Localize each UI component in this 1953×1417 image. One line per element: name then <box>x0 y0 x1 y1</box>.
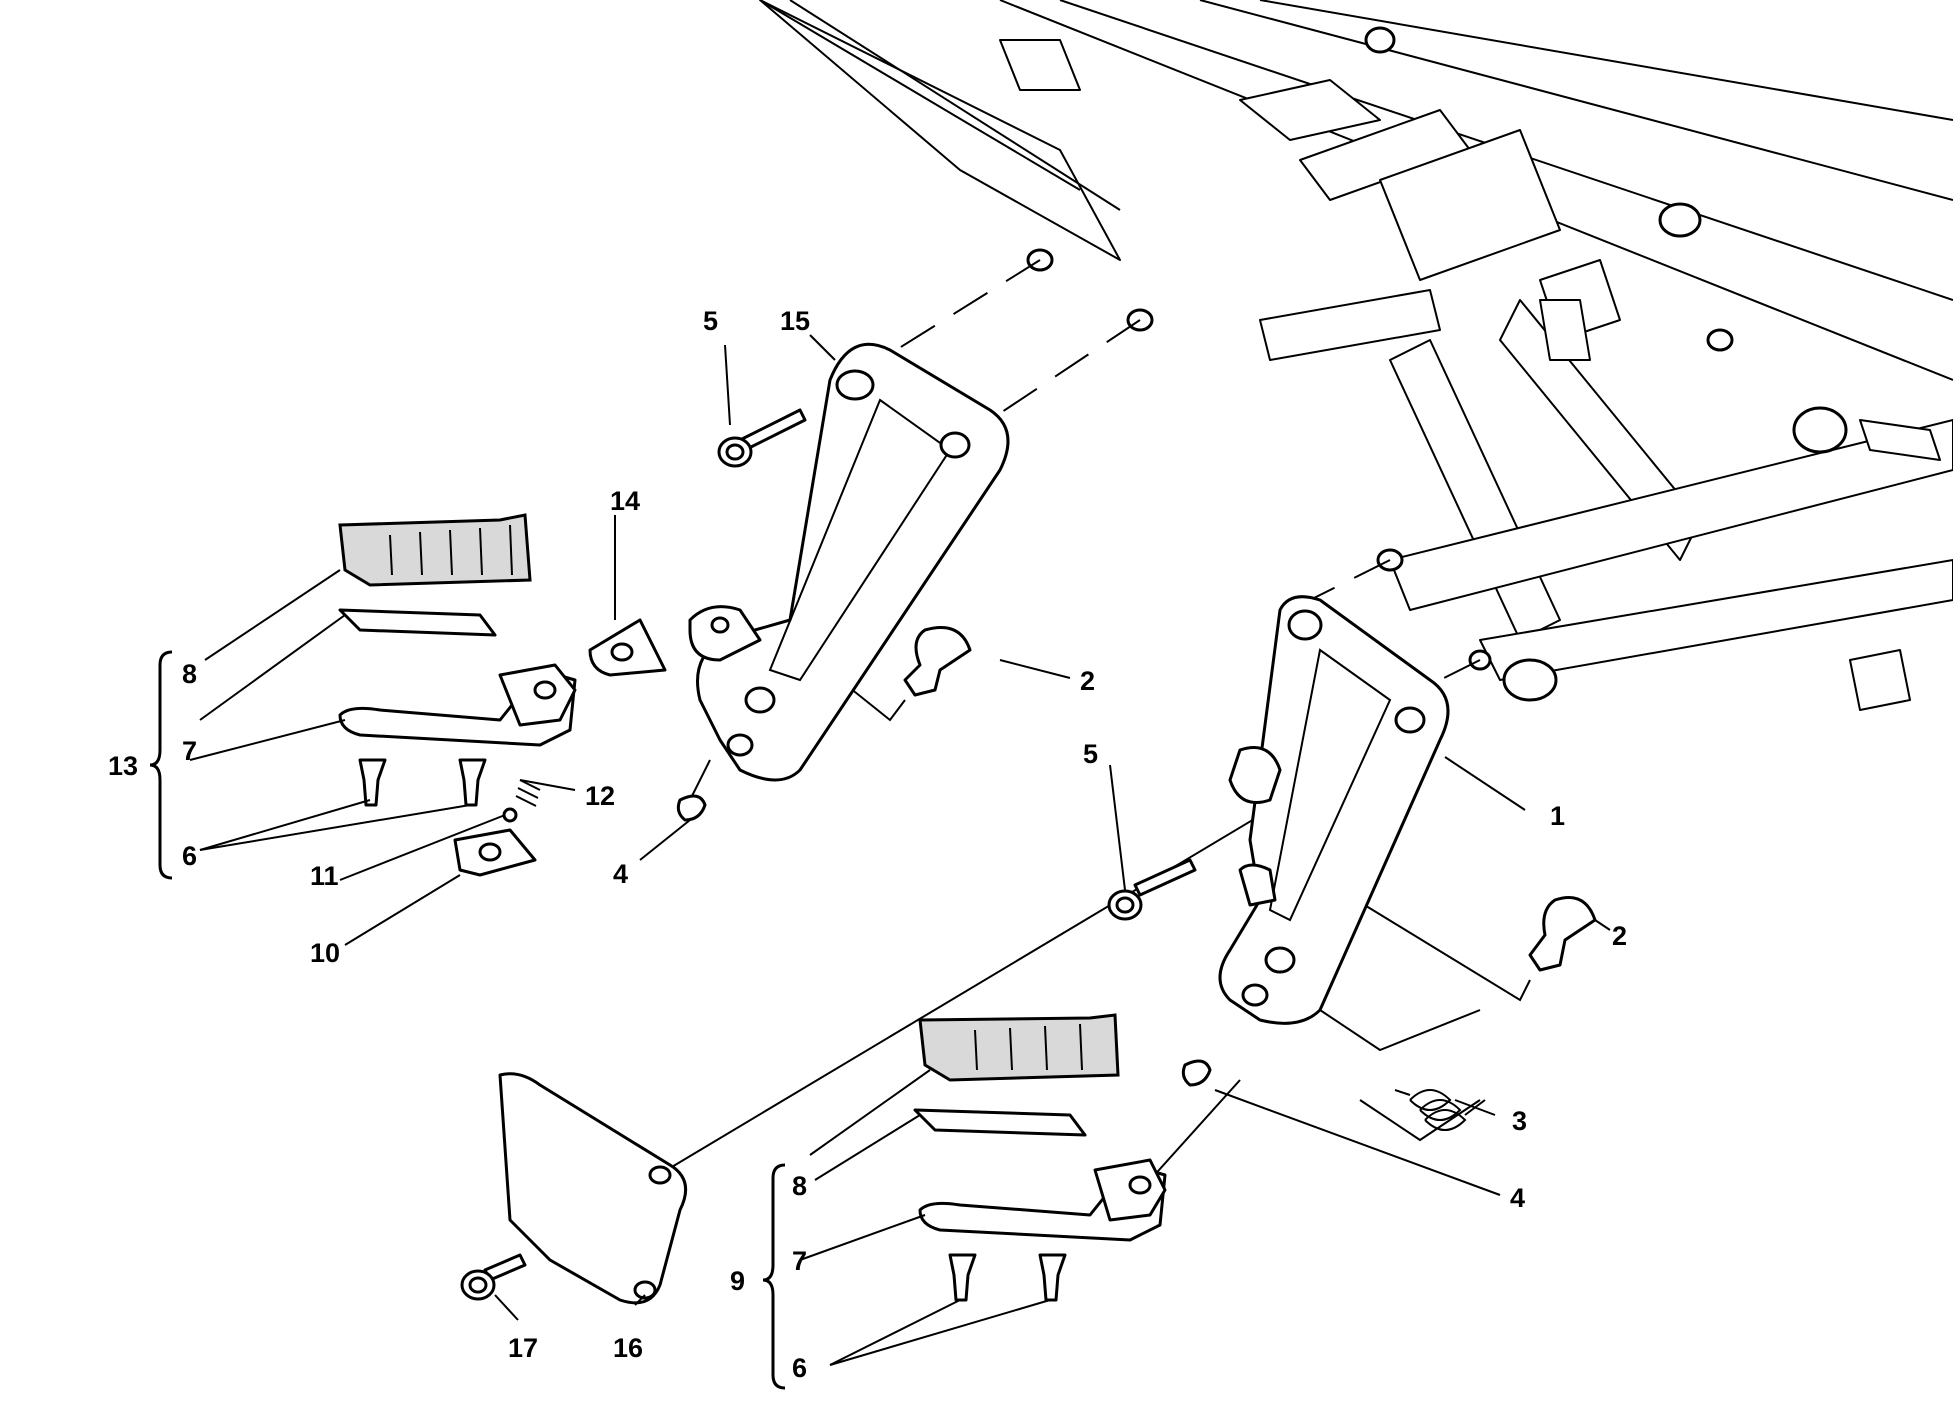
callout-labels: 1 2 2 3 4 4 5 5 6 6 7 7 8 8 9 10 11 12 1… <box>108 306 1627 1383</box>
clip-left <box>676 794 707 822</box>
callout-2-right: 2 <box>1612 921 1627 951</box>
footpeg-plate-right <box>913 1108 1087 1137</box>
bolt-left <box>717 408 807 468</box>
footpeg-body-right <box>918 1158 1167 1242</box>
callout-8-left: 8 <box>182 659 197 689</box>
callout-11: 11 <box>310 861 339 891</box>
callout-14: 14 <box>610 486 640 516</box>
callout-8-right: 8 <box>792 1171 807 1201</box>
footpeg-plate-left <box>338 608 497 637</box>
brace-9 <box>762 1163 786 1390</box>
pivot-pin-right <box>1528 896 1597 972</box>
plate-14 <box>588 618 667 677</box>
assembly-guide-lines <box>649 259 1531 1181</box>
callout-1: 1 <box>1550 801 1565 831</box>
callout-15: 15 <box>780 306 810 336</box>
footpeg-rubber-right <box>918 1013 1120 1082</box>
callout-9: 9 <box>730 1266 745 1296</box>
footpeg-body-left <box>338 663 577 747</box>
ball-11 <box>502 807 518 823</box>
callout-3: 3 <box>1512 1106 1527 1136</box>
callout-13: 13 <box>108 751 138 781</box>
spring-small-12 <box>515 779 541 807</box>
footpeg-rubber-left <box>338 513 532 587</box>
heel-guard <box>498 1072 688 1305</box>
pivot-pin-left <box>903 626 972 697</box>
callout-6-left: 6 <box>182 841 197 871</box>
callout-5-right: 5 <box>1083 739 1098 769</box>
callout-16: 16 <box>613 1333 643 1363</box>
screws-right <box>948 1253 1067 1302</box>
callout-5-left: 5 <box>703 306 718 336</box>
callout-6-right: 6 <box>792 1353 807 1383</box>
callout-10: 10 <box>310 938 340 968</box>
clip-right <box>1181 1059 1212 1087</box>
screws-left <box>358 758 487 807</box>
bolt-right <box>1107 858 1197 921</box>
brace-13 <box>149 650 173 880</box>
callout-4-left: 4 <box>613 859 628 889</box>
footpeg-bracket-right <box>1218 595 1450 1025</box>
motorcycle-frame <box>759 0 1953 711</box>
leader-lines <box>189 334 1611 1366</box>
plate-10 <box>453 828 537 877</box>
callout-7-right: 7 <box>792 1246 807 1276</box>
callout-4-right: 4 <box>1510 1183 1525 1213</box>
footpeg-bracket-left <box>688 342 1010 782</box>
callout-2-left: 2 <box>1080 666 1095 696</box>
callout-7-left: 7 <box>182 736 197 766</box>
callout-17: 17 <box>508 1333 538 1363</box>
bolt-17 <box>460 1253 527 1301</box>
callout-12: 12 <box>585 781 615 811</box>
spring <box>1394 1089 1486 1131</box>
